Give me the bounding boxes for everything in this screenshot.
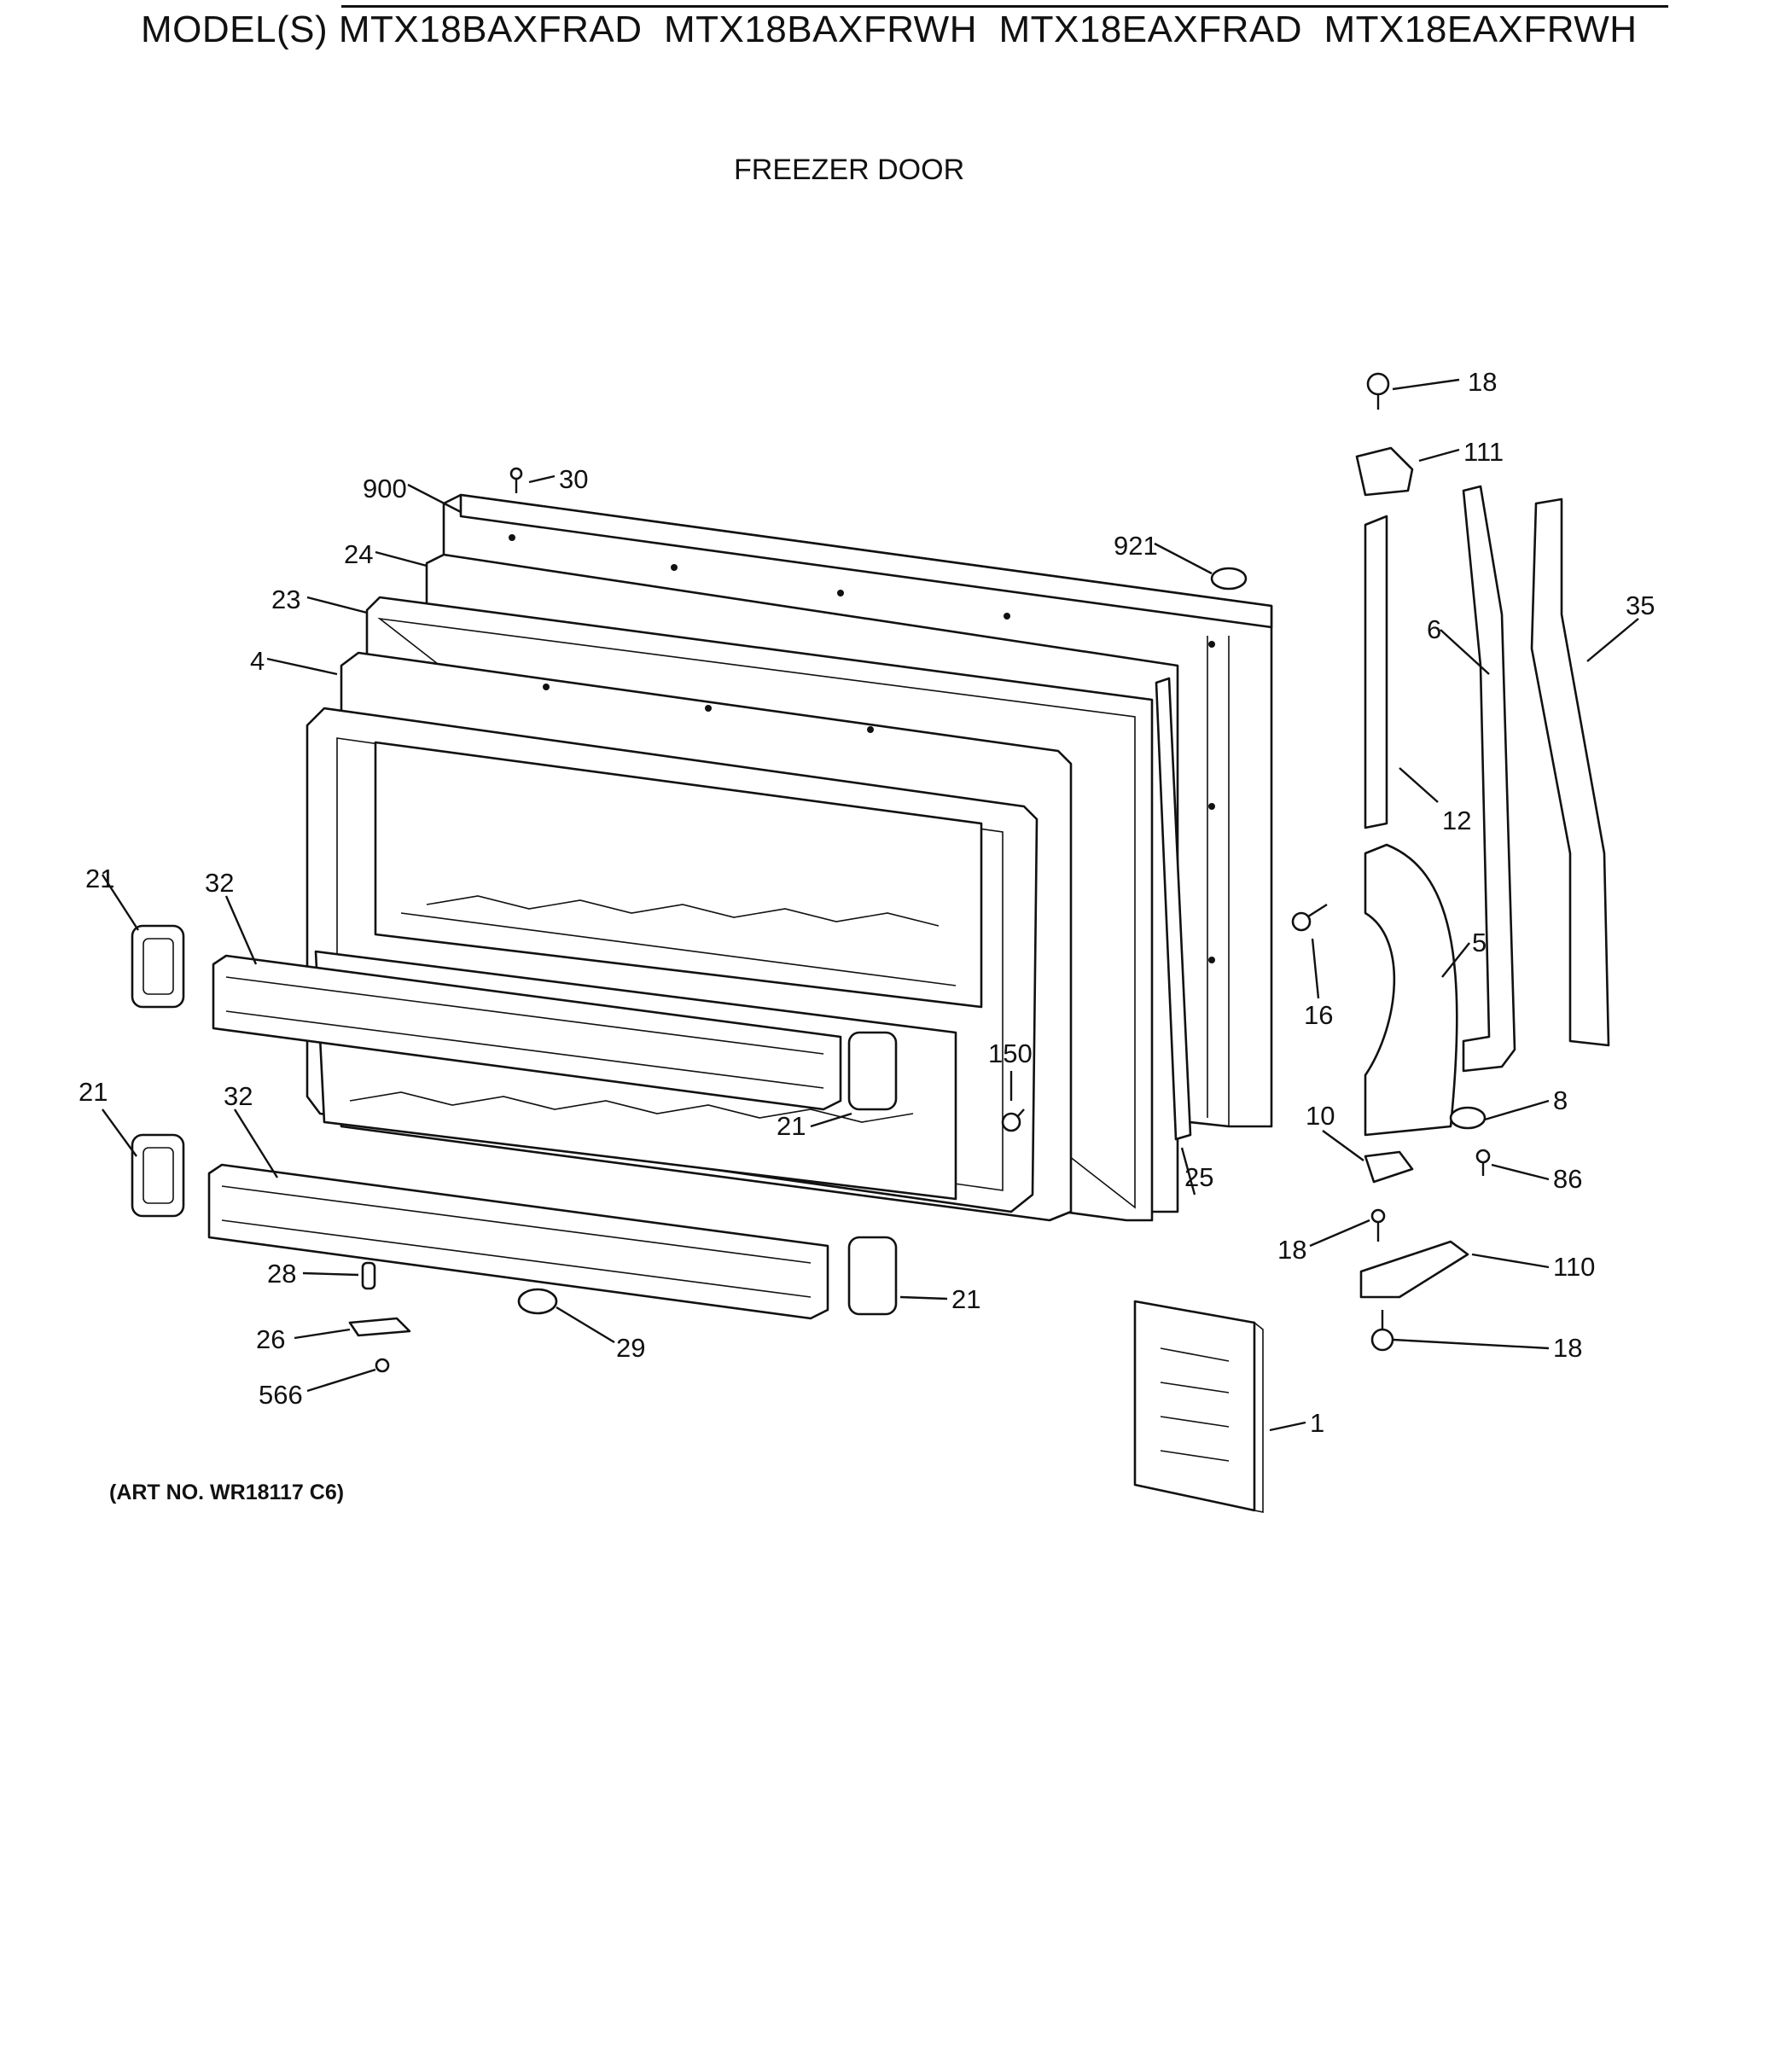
callout-25: 25 <box>1184 1162 1213 1192</box>
callout-30: 30 <box>559 464 588 494</box>
callout-32: 32 <box>205 868 234 898</box>
model-number: MTX18BAXFRWH <box>663 9 977 50</box>
callout-28: 28 <box>267 1259 296 1289</box>
callout-1: 1 <box>1310 1408 1324 1438</box>
callout-35: 35 <box>1626 591 1655 620</box>
art-number: (ART NO. WR18117 C6) <box>109 1481 345 1504</box>
callout-8: 8 <box>1553 1085 1568 1115</box>
callout-18-mid: 18 <box>1277 1235 1306 1265</box>
hinge-hardware <box>509 372 1610 1352</box>
owners-manual <box>1133 1300 1264 1513</box>
callout-32: 32 <box>224 1081 253 1111</box>
shelf-bar-upper <box>212 954 842 1111</box>
callout-6: 6 <box>1427 614 1441 644</box>
callout-24: 24 <box>344 539 373 569</box>
callout-18-bottom: 18 <box>1553 1333 1582 1363</box>
callout-18-top: 18 <box>1468 367 1497 397</box>
callout-10: 10 <box>1306 1101 1335 1131</box>
end-cap <box>131 924 898 1316</box>
models-label: MODEL(S) <box>141 9 329 50</box>
callout-566: 566 <box>259 1380 303 1410</box>
callout-21: 21 <box>777 1111 806 1141</box>
callout-26: 26 <box>256 1324 285 1354</box>
callout-16: 16 <box>1304 1000 1333 1030</box>
small-fasteners <box>348 1261 558 1373</box>
callout-21: 21 <box>951 1284 980 1314</box>
callout-21: 21 <box>79 1077 108 1107</box>
model-number: MTX18EAXFRAD <box>998 9 1303 50</box>
callout-5: 5 <box>1472 928 1487 957</box>
callout-110: 110 <box>1553 1252 1595 1282</box>
gasket-strip <box>1155 677 1192 1141</box>
callout-4: 4 <box>250 646 265 676</box>
top-rule <box>341 5 1668 8</box>
callout-labels: 900 30 24 23 4 921 18 111 6 35 12 21 32 … <box>79 367 1655 1438</box>
model-line: MODEL(S) MTX18BAXFRAD MTX18BAXFRWH MTX18… <box>141 9 1668 60</box>
model-number: MTX18EAXFRWH <box>1324 9 1638 50</box>
callout-12: 12 <box>1442 806 1471 835</box>
callout-921: 921 <box>1114 531 1158 561</box>
leader-lines <box>101 378 1639 1432</box>
shelf-bar-lower <box>207 1163 829 1320</box>
callout-86: 86 <box>1553 1164 1582 1194</box>
model-number: MTX18BAXFRAD <box>338 9 643 50</box>
callout-21: 21 <box>85 864 114 893</box>
diagram-title: FREEZER DOOR <box>734 154 965 186</box>
callout-150: 150 <box>988 1039 1033 1068</box>
callout-29: 29 <box>616 1333 645 1363</box>
callout-111: 111 <box>1463 437 1504 467</box>
callout-900: 900 <box>363 474 407 503</box>
callout-23: 23 <box>271 585 300 614</box>
